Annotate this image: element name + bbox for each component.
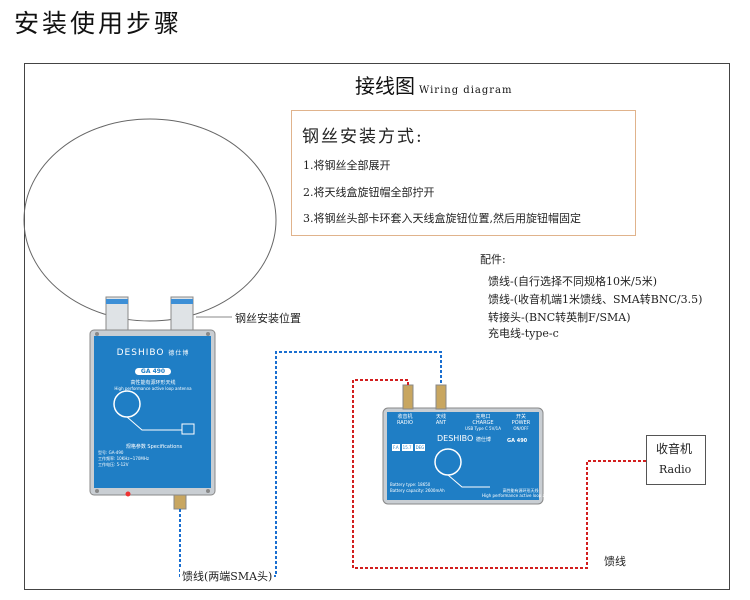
accessory-item: 馈线-(自行选择不同规格10米/5米)	[488, 275, 658, 288]
antenna-box-brand: DESHIBO	[116, 348, 165, 358]
battery-line: Battery type: 18650	[390, 482, 431, 487]
accessory-item: 转接头-(BNC转英制F/SMA)	[488, 311, 631, 324]
controller-footer-cn: 高性能有源环形天线	[502, 488, 539, 493]
controller-buttons: F.A 15.7 DEG	[392, 444, 426, 451]
diagram-frame	[24, 63, 730, 590]
controller-model: GA 490	[507, 438, 528, 444]
port-charge-sub: USB Type C 5V/1A	[465, 426, 501, 431]
controller-brand-line: DESHIBO 德仕博	[437, 434, 491, 443]
radio-label-cn: 收音机	[656, 442, 693, 456]
step-item: 3.将钢丝头部卡环套入天线盒旋钮位置,然后用旋钮帽固定	[303, 212, 581, 225]
steps-heading: 钢丝安装方式:	[302, 127, 424, 147]
port-power-en: POWER	[511, 420, 531, 426]
power-led	[125, 491, 131, 497]
controller-brand-cn: 德仕博	[475, 437, 491, 443]
steps-box	[291, 110, 636, 236]
port-radio-en: RADIO	[397, 420, 413, 426]
antenna-loop-wire	[23, 118, 277, 322]
antenna-box-labels: DESHIBO 德仕博 GA 490 高性能有源环形天线 High perfor…	[98, 348, 208, 391]
page-title: 安装使用步骤	[14, 9, 183, 38]
antenna-box	[89, 329, 216, 497]
red-feeder-cable	[352, 379, 646, 569]
antenna-box-brand-cn: 德仕博	[168, 350, 190, 357]
accessory-item: 充电线-type-c	[488, 327, 559, 340]
step-item: 1.将钢丝全部展开	[303, 159, 391, 172]
port-power-sub: ON/OFF	[513, 426, 529, 431]
port-charge-cn: 充电口	[475, 414, 491, 420]
port-ant-en: ANT	[435, 420, 447, 426]
step-item: 2.将天线盒旋钮帽全部拧开	[303, 186, 435, 199]
controller-radio-connector	[402, 384, 414, 410]
port-ant-cn: 天线	[435, 414, 446, 420]
controller-brand: DESHIBO	[437, 434, 474, 443]
antenna-box-specs: 规格参数 Specifications 型号: GA-490 工作频率: 10K…	[98, 444, 210, 468]
port-charge-en: CHARGE	[472, 420, 494, 426]
diagram-title-en: Wiring diagram	[419, 85, 513, 96]
controller-button[interactable]: DEG	[414, 444, 426, 451]
accessories-heading: 配件:	[480, 253, 506, 266]
port-radio-cn: 收音机	[397, 414, 413, 420]
controller-footer: 高性能有源环形天线 High performance active loop a…	[482, 488, 559, 498]
feeder-left-label: 馈线(两端SMA头)	[180, 568, 275, 584]
antenna-box-subtitle-en: High performance active loop antenna	[114, 386, 192, 391]
feeder-right-label: 馈线	[604, 555, 626, 568]
controller-battery: Battery type: 18650 Battery capacity: 26…	[390, 482, 445, 494]
controller-box	[382, 407, 544, 505]
antenna-box-spec-line: 工作频率: 10KHz~170MHz	[98, 456, 149, 461]
diagram-title-cn: 接线图	[355, 74, 415, 98]
antenna-box-brand-line: DESHIBO 德仕博	[98, 348, 208, 358]
wire-position-label: 钢丝安装位置	[235, 312, 301, 325]
controller-button[interactable]: 15.7	[401, 444, 413, 451]
radio-label-en: Radio	[659, 463, 692, 476]
antenna-box-spec-line: 工作电压: 5-12V	[98, 462, 129, 467]
diagram-title: 接线图 Wiring diagram	[355, 70, 513, 99]
port-power-cn: 开关	[515, 414, 526, 420]
battery-line: Battery capacity: 2600mAh	[390, 488, 445, 493]
controller-ant-connector	[435, 384, 447, 410]
antenna-box-model: GA 490	[134, 368, 172, 375]
antenna-box-spec-heading: 规格参数 Specifications	[125, 444, 183, 450]
wire-clamp-right	[170, 296, 194, 332]
accessory-item: 馈线-(收音机端1米馈线、SMA转BNC/3.5)	[488, 293, 703, 306]
antenna-box-connector	[173, 494, 187, 510]
blue-feeder-cable	[179, 351, 442, 577]
controller-button[interactable]: F.A	[392, 444, 400, 451]
antenna-box-spec-line: 型号: GA-490	[98, 450, 124, 455]
wire-clamp-left	[105, 296, 129, 332]
controller-footer-en: High performance active loop antenna	[482, 493, 560, 498]
radio-box	[646, 435, 706, 485]
antenna-box-subtitle-cn: 高性能有源环形天线	[130, 380, 176, 386]
